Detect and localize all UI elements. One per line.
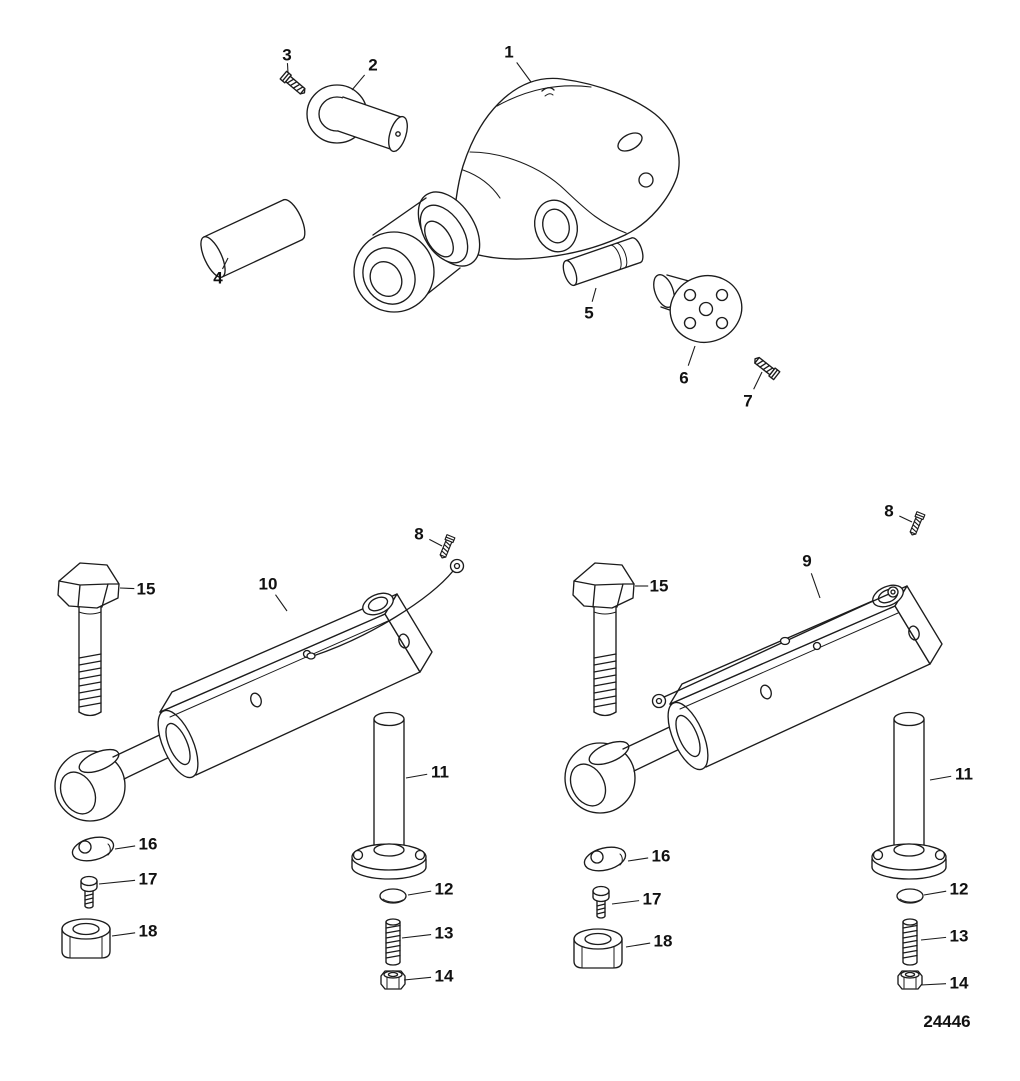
cable-right [651,586,899,709]
part-1-housing [353,77,680,313]
part-callout-16: 16 [651,846,671,866]
part-callout-5: 5 [584,303,594,323]
part-callout-2: 2 [368,55,378,75]
part-callout-12: 12 [949,879,969,899]
part-callout-7: 7 [743,391,753,411]
part-callout-11: 11 [955,764,973,784]
part-2-anchor-pin-flange [306,84,408,153]
cable-left [306,558,465,660]
part-callout-18: 18 [138,921,158,941]
part-callout-1: 1 [504,42,514,62]
part-callout-15: 15 [136,579,156,599]
part-callout-3: 3 [282,45,292,65]
part-5-pin [562,237,644,287]
part-callout-14: 14 [434,966,454,986]
part-callout-13: 13 [434,923,454,943]
part-callout-8: 8 [414,524,424,544]
part-callout-13: 13 [949,926,969,946]
part-callout-17: 17 [642,889,662,909]
part-callout-12: 12 [434,879,454,899]
part-callout-8: 8 [884,501,894,521]
part-callout-9: 9 [802,551,812,571]
part-callout-11: 11 [431,762,449,782]
part-callout-16: 16 [138,834,158,854]
drawing-number: 24446 [923,1012,971,1031]
part-callout-10: 10 [258,574,278,594]
part-callout-17: 17 [138,869,158,889]
part-callout-18: 18 [653,931,673,951]
part-callout-6: 6 [679,368,689,388]
part-callout-4: 4 [213,268,223,288]
part-4-roller [200,198,306,278]
part-6-flanged-coupler [653,274,743,343]
part-callout-15: 15 [649,576,669,596]
part-callout-14: 14 [949,973,969,993]
